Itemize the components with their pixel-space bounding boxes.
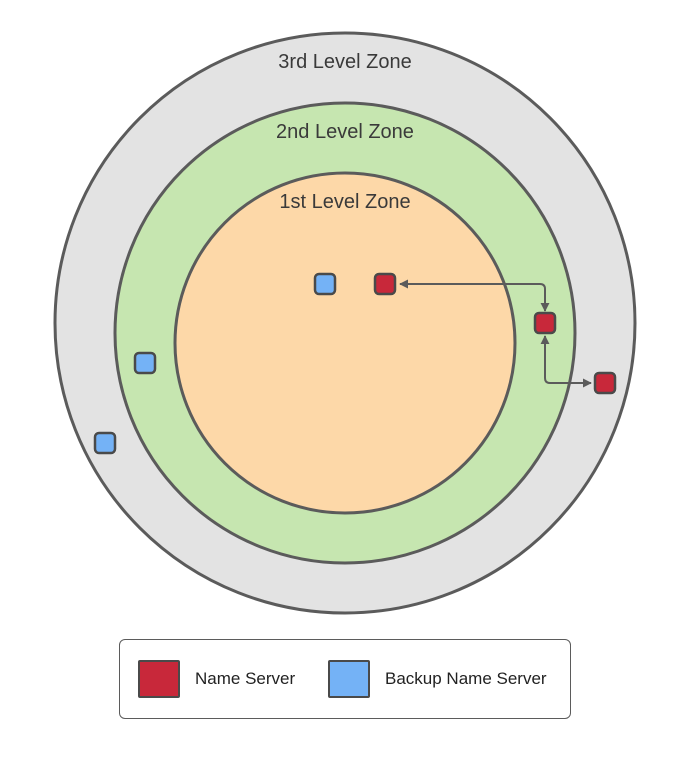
legend-label-backup-name-server: Backup Name Server [385, 669, 547, 688]
zone-first-level [173, 171, 517, 515]
legend-item-backup-name-server: Backup Name Server [328, 659, 547, 699]
legend-swatch-name-server [138, 660, 180, 698]
arrow-first-to-second [399, 279, 550, 312]
legend-label-name-server: Name Server [195, 669, 296, 688]
zone-label-third: 3rd Level Zone [278, 51, 411, 73]
name-server-first-level [373, 272, 397, 296]
name-server-third-level [593, 371, 617, 395]
zone-label-first: 1st Level Zone [279, 191, 410, 213]
legend-swatch-backup-name-server [328, 660, 370, 698]
name-server-second-level [533, 311, 557, 335]
zone-label-second: 2nd Level Zone [276, 121, 414, 143]
legend-item-name-server: Name Server [138, 659, 295, 699]
zone-diagram: 3rd Level Zone 2nd Level Zone 1st Level … [53, 31, 637, 615]
backup-server-third-level [93, 431, 117, 455]
backup-server-first-level [313, 272, 337, 296]
legend: Name Server Backup Name Server [119, 639, 571, 719]
arrow-second-to-third [540, 335, 592, 388]
backup-server-second-level [133, 351, 157, 375]
